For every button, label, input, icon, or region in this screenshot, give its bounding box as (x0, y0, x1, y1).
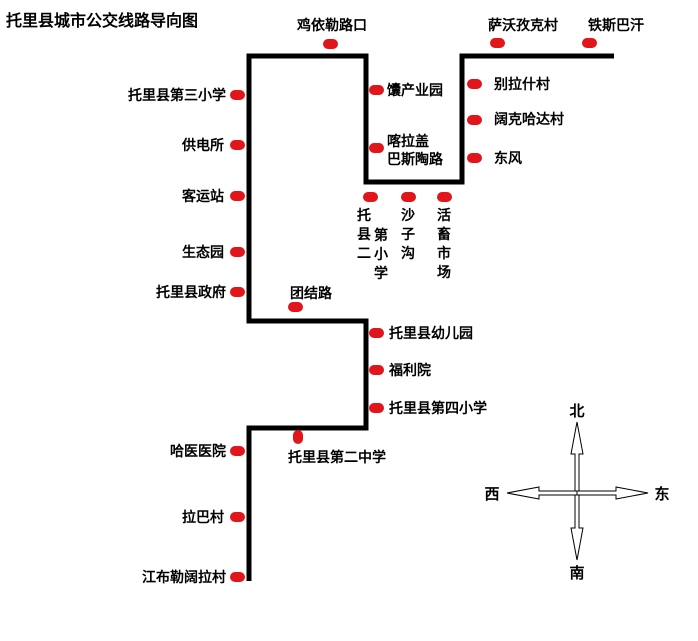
stop-label-erxiao-col1: 托县二 (357, 207, 371, 262)
stop-label-dongfeng: 东风 (494, 150, 522, 167)
stop-marker-kuoke[interactable] (467, 115, 482, 125)
stop-marker-laba[interactable] (230, 512, 245, 522)
stop-label-keyun: 客运站 (181, 188, 224, 205)
stop-label-sawo: 萨沃孜克村 (488, 17, 558, 34)
stop-marker-kala[interactable] (369, 143, 384, 153)
compass-label-north: 北 (569, 402, 584, 420)
stop-label-shengtai: 生态园 (182, 244, 224, 261)
stop-label-xiuchan: 馕产业园 (387, 82, 443, 99)
stop-marker-tiesi[interactable] (582, 38, 597, 48)
stop-marker-youer[interactable] (369, 328, 384, 338)
stop-label-bielashi: 别拉什村 (493, 76, 550, 93)
stop-marker-shagou[interactable] (401, 192, 416, 202)
stop-label-huochu: 活畜市场 (437, 207, 451, 281)
stop-label-sanxiao: 托里县第三小学 (128, 87, 226, 104)
stop-marker-erzhong[interactable] (293, 430, 303, 444)
stop-label-erxiao-col2: 第小学 (374, 227, 388, 282)
stop-marker-sanxiao[interactable] (230, 90, 245, 100)
stop-marker-shengtai[interactable] (230, 247, 245, 257)
compass-rose: 北 南 西 东 (484, 402, 669, 582)
compass-arrow-north (570, 421, 584, 493)
stop-marker-zhengfu[interactable] (230, 287, 245, 297)
stop-label-gongdian: 供电所 (181, 137, 224, 154)
stop-marker-dongfeng[interactable] (467, 153, 482, 163)
stop-label-jiyi: 鸡依勒路口 (296, 17, 367, 34)
stop-label-kala-line1: 喀拉盖 (387, 133, 429, 150)
stop-marker-bielashi[interactable] (467, 79, 482, 89)
stop-label-youer: 托里县幼儿园 (389, 325, 473, 342)
stop-label-tuanjie: 团结路 (290, 285, 333, 302)
stop-labels: 鸡依勒路口 萨沃孜克村 铁斯巴汗 托里县第三小学 供电所 客运站 生态园 托里县… (128, 17, 644, 586)
stop-label-jiangbu: 江布勒阔拉村 (142, 569, 226, 586)
stop-marker-erxiao[interactable] (363, 192, 378, 202)
map-title: 托里县城市公交线路导向图 (6, 11, 198, 30)
stop-label-fuli: 福利院 (388, 362, 431, 379)
bus-route-line (246, 53, 614, 581)
compass-arrow-west (506, 486, 578, 500)
stop-marker-jiangbu[interactable] (230, 572, 245, 582)
stop-marker-xiuchan[interactable] (369, 85, 384, 95)
stop-label-shagou: 沙子沟 (401, 208, 415, 262)
stop-marker-fuli[interactable] (369, 365, 384, 375)
stop-marker-hayi[interactable] (230, 446, 245, 456)
stop-markers (230, 38, 597, 582)
stop-marker-sixiao[interactable] (369, 403, 384, 413)
compass-label-south: 南 (569, 564, 584, 582)
stop-marker-tuanjie[interactable] (288, 302, 303, 312)
compass-arrow-south (570, 491, 584, 561)
stop-label-kuoke: 阔克哈达村 (494, 111, 564, 128)
stop-label-tiesi: 铁斯巴汗 (588, 17, 644, 34)
stop-marker-jiyi[interactable] (323, 39, 338, 49)
stop-label-hayi: 哈医医院 (170, 443, 226, 460)
stop-marker-huochu[interactable] (437, 192, 452, 202)
stop-label-sixiao: 托里县第四小学 (389, 400, 487, 417)
stop-label-erzhong: 托里县第二中学 (288, 449, 386, 466)
compass-label-west: 西 (484, 485, 499, 503)
compass-arrow-east (576, 486, 649, 500)
stop-label-zhengfu: 托里县政府 (156, 284, 226, 301)
compass-label-east: 东 (654, 485, 669, 503)
stop-marker-gongdian[interactable] (230, 140, 245, 150)
stop-marker-sawo[interactable] (490, 38, 505, 48)
stop-marker-keyun[interactable] (230, 191, 245, 201)
stop-label-laba: 拉巴村 (182, 509, 224, 526)
stop-label-kala-line2: 巴斯陶路 (387, 151, 444, 168)
